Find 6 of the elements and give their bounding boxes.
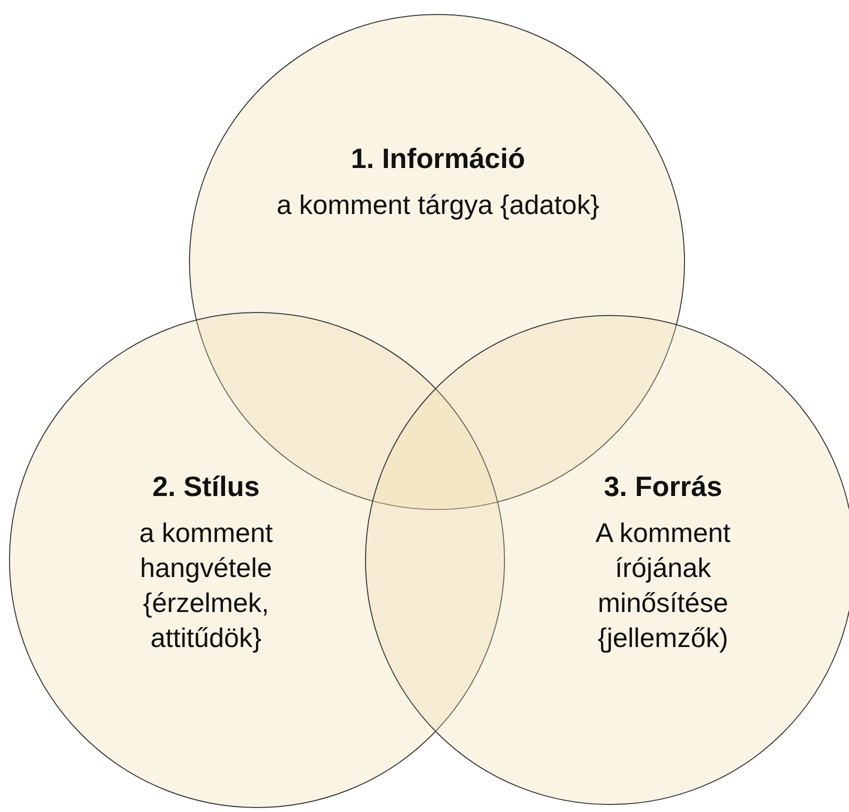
circle-heading: 3. Forrás — [604, 470, 722, 504]
circle-heading: 2. Stílus — [152, 470, 260, 504]
circle-heading: 1. Információ — [350, 142, 526, 176]
circle-description: A komment írójának minősítése {jellemzők) — [594, 517, 732, 656]
circle-description: a komment tárgya {adatok} — [276, 189, 600, 222]
circle-description: a komment hangvétele {érzelmek, attitűdök} — [138, 517, 274, 656]
